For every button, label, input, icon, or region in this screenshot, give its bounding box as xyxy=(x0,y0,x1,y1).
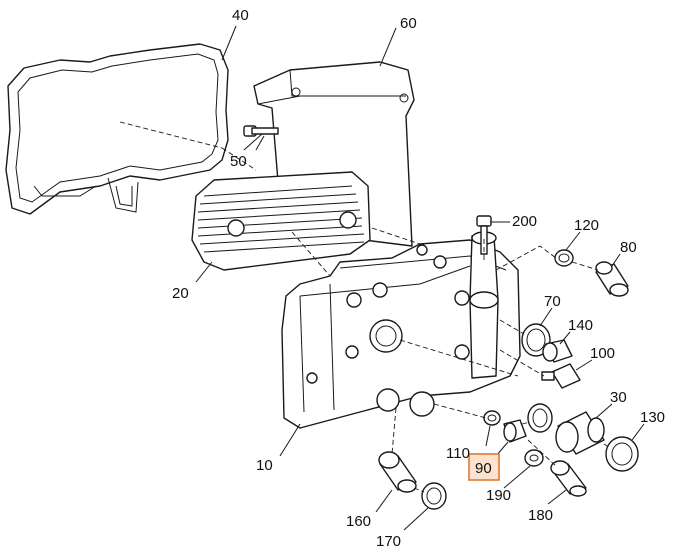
label-80: 80 xyxy=(620,239,637,256)
label-30: 30 xyxy=(610,389,627,406)
highlight-box-90 xyxy=(468,453,500,481)
label-90[interactable]: 90 xyxy=(475,460,492,477)
gasket-40[interactable] xyxy=(5,43,229,215)
washer-190[interactable] xyxy=(524,449,544,467)
label-120: 120 xyxy=(574,217,599,234)
sensor-100[interactable] xyxy=(541,363,581,389)
label-70: 70 xyxy=(544,293,561,310)
label-10: 10 xyxy=(256,457,273,474)
label-170: 170 xyxy=(376,533,401,550)
seal-ring-130[interactable] xyxy=(605,436,639,472)
leader-lines xyxy=(195,25,645,531)
label-180: 180 xyxy=(528,507,553,524)
part-labels: 40 60 50 20 10 200 120 80 70 140 100 30 … xyxy=(172,7,665,550)
label-200: 200 xyxy=(512,213,537,230)
label-190: 190 xyxy=(486,487,511,504)
label-160: 160 xyxy=(346,513,371,530)
seal-ring-120[interactable] xyxy=(554,249,574,267)
oil-filter-housing-10[interactable] xyxy=(281,231,521,429)
union-fitting-30[interactable] xyxy=(555,411,605,455)
ring-110[interactable] xyxy=(483,410,501,426)
label-60: 60 xyxy=(400,15,417,32)
label-140: 140 xyxy=(568,317,593,334)
fitting-140[interactable] xyxy=(542,339,573,363)
bolt-180[interactable] xyxy=(550,460,587,497)
bolt-50[interactable] xyxy=(243,125,279,151)
o-ring-near-30[interactable] xyxy=(527,403,553,433)
label-130: 130 xyxy=(640,409,665,426)
label-50: 50 xyxy=(230,153,247,170)
alignment-lines xyxy=(119,121,611,493)
fitting-160[interactable] xyxy=(378,451,417,493)
seal-ring-170[interactable] xyxy=(421,482,447,510)
label-20: 20 xyxy=(172,285,189,302)
plug-80[interactable] xyxy=(595,261,629,297)
label-110: 110 xyxy=(446,445,470,462)
oil-cooler-20[interactable] xyxy=(191,171,371,271)
label-100: 100 xyxy=(590,345,615,362)
fitting-90[interactable] xyxy=(503,419,527,443)
label-40: 40 xyxy=(232,7,249,24)
